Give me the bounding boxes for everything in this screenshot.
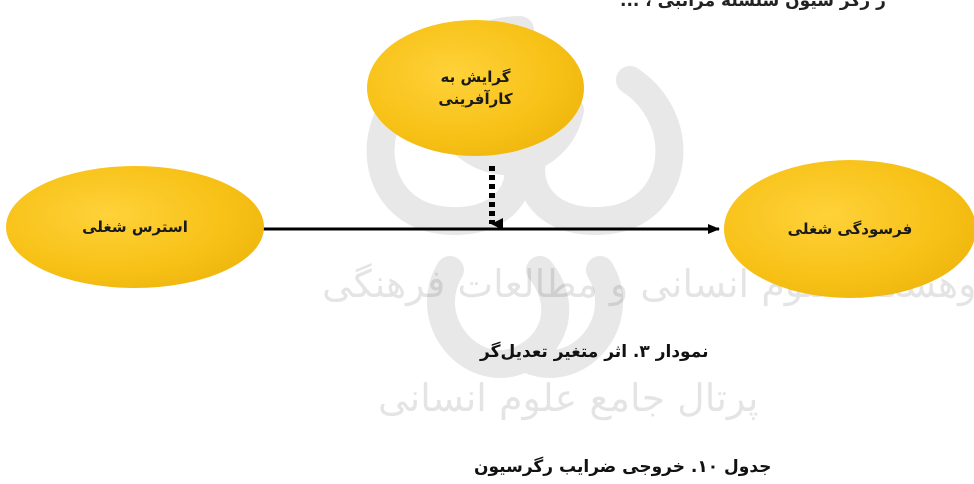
dependent-variable-label: فرسودگی شغلی bbox=[787, 219, 913, 238]
moderator-label-line2: کارآفرینی bbox=[438, 90, 513, 108]
independent-variable-node: استرس شغلی bbox=[6, 166, 264, 288]
watermark-text-2: پرتال جامع علوم انسانی bbox=[378, 376, 759, 420]
top-cut-text: ز رگر سیون سلسله مراتبی ، ... bbox=[620, 0, 886, 11]
independent-variable-label: استرس شغلی bbox=[82, 217, 188, 236]
moderator-node: گرایش به کارآفرینی bbox=[367, 20, 584, 156]
figure-caption: نمودار ۳. اثر متغیر تعدیل‌گر bbox=[480, 342, 709, 362]
table-caption: جدول ۱۰. خروجی ضرایب رگرسیون bbox=[474, 457, 772, 477]
dependent-variable-node: فرسودگی شغلی bbox=[724, 160, 974, 298]
moderator-label-line1: گرایش به bbox=[440, 67, 511, 86]
